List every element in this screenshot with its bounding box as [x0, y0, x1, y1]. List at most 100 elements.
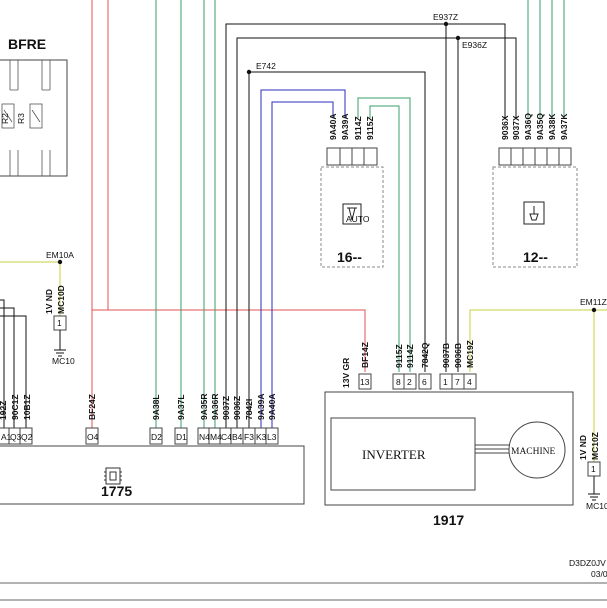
machine-block [508, 421, 566, 479]
document-date: 03/06 [591, 569, 607, 579]
inv1917-pin-0: 13 [360, 377, 370, 387]
conn12-wire-2: 9A36Q [523, 113, 533, 140]
inv1917-pin-cells [358, 373, 477, 390]
ecu1775-wire-7: 9A39A [256, 394, 266, 420]
transmission-auto-icon [342, 203, 362, 225]
ecu1775-left-wire-1: 90C1Z [10, 394, 20, 420]
junction-e936z [455, 35, 461, 41]
inv1917-wire-1: 9115Z [394, 344, 404, 368]
wire-left-90c1z [0, 307, 15, 432]
ecu1775-wire-6: 7842I [244, 399, 254, 420]
ecu1775-o4-wire: BF24Z [87, 394, 97, 420]
conn16-wire-1: 9A39A [340, 114, 350, 140]
conn16-wire-0: 9A40A [328, 114, 338, 140]
ecu1775-left-pin-1: Q3 [10, 432, 22, 442]
inv1917-wire-0: BF14Z [360, 342, 370, 368]
ecu1775-pin-6: F3 [244, 432, 254, 442]
ecu1775-pin-3: M4 [210, 432, 222, 442]
inverter-block [330, 417, 476, 491]
ecu1775-wire-4: 9037Z [221, 396, 231, 420]
ecu1775-pin-8: L3 [267, 432, 277, 442]
relay-label-r1: R2 [0, 113, 10, 124]
ecu1775-pin-7: K3 [256, 432, 267, 442]
ecu1775-wire-1: 9A37L [176, 394, 186, 420]
wire-blue-9a40a [271, 101, 334, 432]
wire-left-192z [0, 299, 5, 432]
ecu1775-pin-0: D2 [151, 432, 162, 442]
conn12-wire-0: 9036X [500, 115, 510, 140]
wire-black-e936z [236, 37, 517, 432]
conn12-label: 12-- [523, 249, 548, 265]
conn12-wire-3: 9A35Q [535, 113, 545, 140]
inv1917-label: 1917 [433, 512, 464, 528]
sensor-icon [523, 201, 545, 225]
inv1917-pin-6: 4 [467, 377, 472, 387]
ecu1775-pin-4: C4 [221, 432, 232, 442]
em11z-label: EM11Z [580, 297, 607, 307]
ecu1775-wire-0: 9A38L [151, 394, 161, 420]
conn12-wire-1: 9037X [511, 115, 521, 140]
inv1917-pin-2: 2 [407, 377, 412, 387]
relay-label-r2: R3 [16, 113, 26, 124]
ecu1775-body [0, 445, 305, 505]
wire-left-10b1z [0, 315, 27, 432]
mc10-left-code: MC10D [56, 285, 66, 314]
ecu1775-pin-cells [0, 427, 279, 445]
conn12-wire-5: 9A37K [559, 113, 569, 140]
ecu1775-pin-1: D1 [176, 432, 187, 442]
inv1917-wire-4: 9037B [441, 343, 451, 368]
conn16-icon-text: AUTO [346, 214, 370, 224]
ecu1775-label: 1775 [101, 483, 132, 499]
inv1917-pin-3: 6 [422, 377, 427, 387]
em10a-label: EM10A [46, 250, 74, 260]
bus-label-e742: E742 [256, 61, 276, 71]
mc10-right-pin-no: 1 [591, 464, 596, 474]
wire-green-9114z [357, 97, 411, 372]
mc10-left-pin-no: 1 [57, 318, 62, 328]
junction-em11z [591, 307, 597, 313]
wire-black-e937z [225, 23, 506, 432]
ecu1775-wire-8: 9A40A [267, 394, 277, 420]
ecu1775-pin-2: N4 [199, 432, 210, 442]
inverter-machine-link [475, 444, 510, 454]
wire-yellow-em11z [469, 309, 607, 372]
ecu1775-pin-o4: O4 [87, 432, 99, 442]
conn16-label: 16-- [337, 249, 362, 265]
inverter-label: INVERTER [362, 447, 426, 462]
inv1917-pin-5: 7 [455, 377, 460, 387]
junction-em10a [57, 259, 63, 265]
module-title-bfre: BFRE [8, 36, 46, 52]
inv1917-wire-3: 7842Q [420, 342, 430, 368]
ecu1775-wire-2: 9A35R [199, 394, 209, 420]
bus-label-e937z: E937Z [433, 12, 458, 22]
junction-e937z [443, 21, 449, 27]
machine-label: MACHINE [511, 447, 556, 457]
inv1917-pin-4: 1 [443, 377, 448, 387]
ecu1775-wire-5: 9036Z [232, 396, 242, 420]
mc10-right-ground: MC10 [586, 501, 607, 511]
conn12-body [492, 166, 578, 268]
chip-icon [104, 467, 122, 485]
mc10-left-pin: 1V ND [44, 289, 54, 314]
ground-icon [54, 349, 66, 357]
mc10-right-pin: 1V ND [578, 435, 588, 460]
wire-black-e742 [248, 71, 426, 432]
inv1917-pin-1: 8 [396, 377, 401, 387]
inv1917-connector-name: 13V GR [341, 358, 351, 388]
mc10-left-ground: MC10 [52, 356, 75, 366]
ecu1775-left-wire-0: 192Z [0, 401, 8, 420]
conn16-wire-3: 9115Z [365, 116, 375, 140]
junction-e742 [246, 69, 252, 75]
mc10-right-code: MC10Z [590, 432, 600, 460]
document-code: D3DZ0JV [569, 558, 606, 568]
ecu1775-left-pin-0: A1 [1, 432, 12, 442]
inv1917-wire-2: 9114Z [405, 344, 415, 368]
wire-green-9115z [369, 105, 400, 372]
ecu1775-wire-3: 9A36R [210, 394, 220, 420]
inv1917-wire-5: 9036B [453, 343, 463, 368]
bus-label-e936z: E936Z [462, 40, 487, 50]
wire-blue-9a39a [260, 89, 346, 432]
ground-icon [588, 493, 600, 501]
ecu1775-pin-5: B4 [232, 432, 243, 442]
